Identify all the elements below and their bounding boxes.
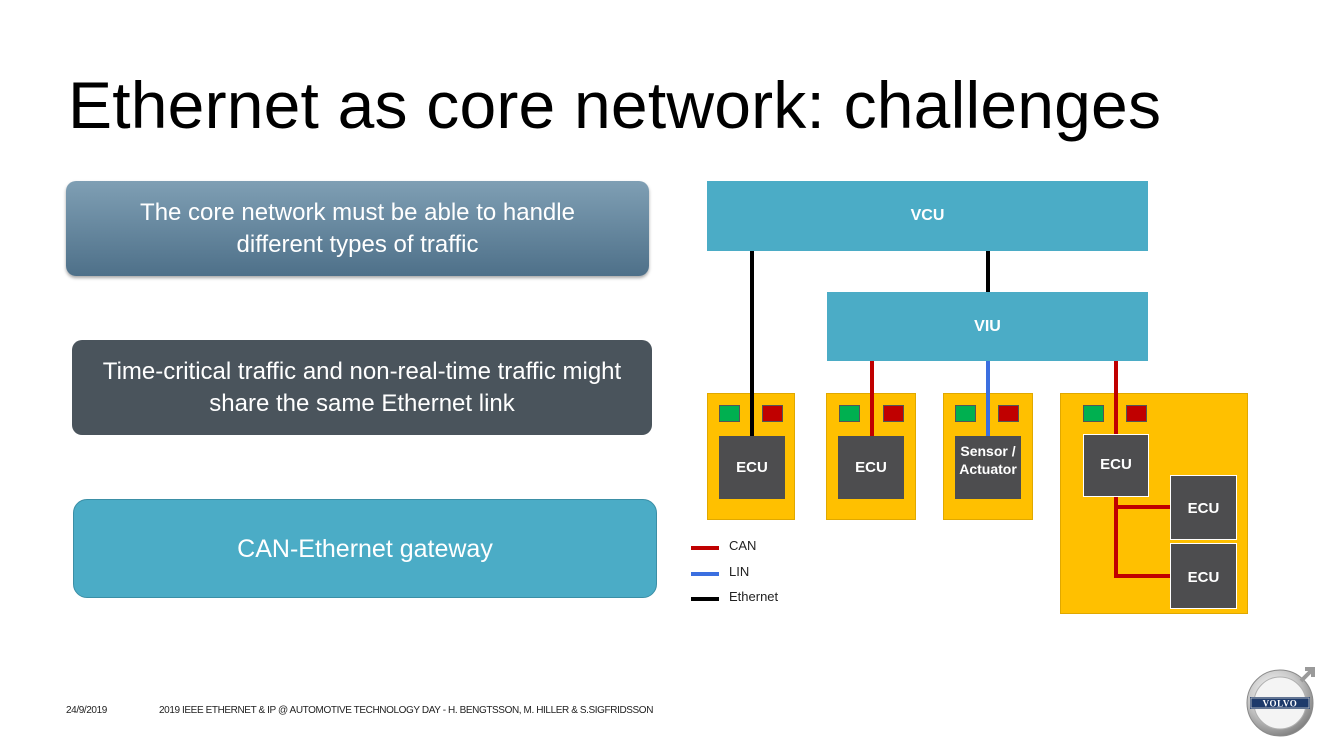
shared-link-text: Time-critical traffic and non-real-time … bbox=[102, 357, 622, 417]
legend-lin-swatch bbox=[691, 572, 719, 576]
lin-line-viu-sensor bbox=[986, 361, 990, 437]
ecu-box-2: ECU bbox=[838, 436, 904, 499]
red-indicator bbox=[762, 405, 783, 422]
green-indicator bbox=[955, 405, 976, 422]
can-line-viu-ecu-4 bbox=[1114, 361, 1118, 436]
ethernet-line-vcu-viu bbox=[986, 251, 990, 293]
ecu-label: ECU bbox=[1100, 455, 1132, 473]
gateway-box: CAN-Ethernet gateway bbox=[73, 499, 657, 598]
can-bus-trunk bbox=[1114, 497, 1118, 578]
legend-ethernet-label: Ethernet bbox=[729, 589, 779, 604]
legend-lin-label: LIN bbox=[729, 564, 750, 579]
ecu-box-6: ECU bbox=[1170, 543, 1237, 609]
green-indicator bbox=[839, 405, 860, 422]
volvo-logo-text: VOLVO bbox=[1263, 699, 1298, 709]
ecu-label: ECU bbox=[736, 458, 768, 476]
ecu-box-1: ECU bbox=[719, 436, 785, 499]
ecu-label: ECU bbox=[1187, 569, 1220, 586]
ecu-label: ECU bbox=[1187, 499, 1220, 517]
volvo-logo: VOLVO bbox=[1246, 667, 1315, 737]
ecu-label: ECU bbox=[855, 458, 887, 476]
traffic-types-box: The core network must be able to handle … bbox=[66, 181, 649, 276]
legend-can-swatch bbox=[691, 546, 719, 550]
viu-block: VIU bbox=[827, 292, 1148, 361]
slide-title: Ethernet as core network: challenges bbox=[68, 68, 1162, 142]
can-bus-branch-1 bbox=[1114, 505, 1172, 509]
ecu-box-4: ECU bbox=[1083, 434, 1149, 497]
vcu-block: VCU bbox=[707, 181, 1148, 251]
legend-ethernet-swatch bbox=[691, 597, 719, 601]
gateway-text: CAN-Ethernet gateway bbox=[237, 534, 493, 563]
green-indicator bbox=[719, 405, 740, 422]
footer-date: 24/9/2019 bbox=[66, 705, 107, 716]
vcu-label: VCU bbox=[910, 207, 945, 224]
can-bus-branch-2 bbox=[1114, 574, 1172, 578]
red-indicator bbox=[998, 405, 1019, 422]
ethernet-line-vcu-ecu bbox=[750, 251, 754, 437]
viu-label: VIU bbox=[974, 317, 1001, 335]
sensor-actuator-label: Sensor / Actuator bbox=[959, 442, 1017, 477]
footer-text: 2019 IEEE ETHERNET & IP @ AUTOMOTIVE TEC… bbox=[159, 705, 654, 716]
red-indicator bbox=[883, 405, 904, 422]
sensor-actuator-box: Sensor / Actuator bbox=[955, 436, 1021, 499]
traffic-types-text: The core network must be able to handle … bbox=[140, 198, 575, 258]
green-indicator bbox=[1083, 405, 1104, 422]
can-line-viu-ecu bbox=[870, 361, 874, 437]
red-indicator bbox=[1126, 405, 1147, 422]
shared-link-box: Time-critical traffic and non-real-time … bbox=[72, 340, 652, 435]
legend-can-label: CAN bbox=[729, 538, 757, 553]
ecu-box-5: ECU bbox=[1170, 475, 1237, 540]
